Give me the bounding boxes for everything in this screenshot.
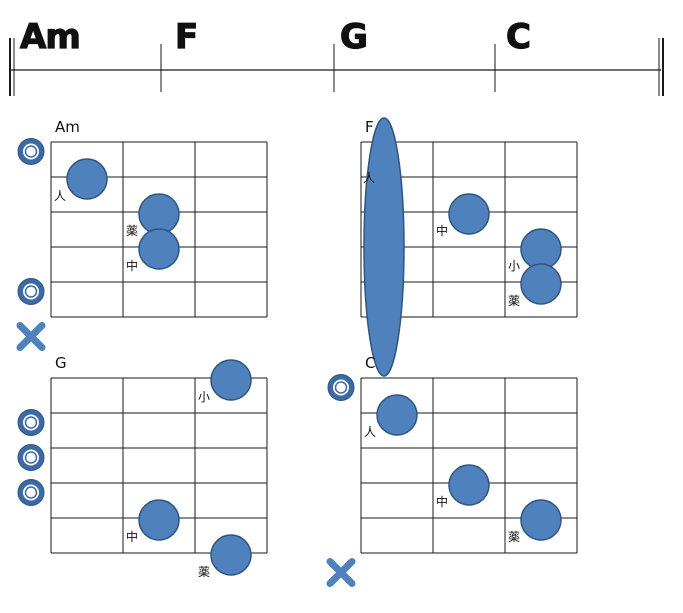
finger-label: 人 [363, 171, 375, 185]
finger-dot-icon [376, 394, 418, 436]
finger-label: 薬 [198, 565, 210, 579]
finger-label: 中 [436, 223, 448, 238]
finger-dot-icon [138, 193, 180, 235]
finger-label: 中 [436, 494, 448, 509]
finger-label: 小 [198, 390, 210, 404]
progression-chord-3: G [340, 17, 367, 57]
progression-chord-1: Am [20, 17, 80, 57]
finger-dot-icon [66, 158, 108, 200]
open-string-inner [24, 285, 38, 298]
finger-label: 中 [126, 258, 138, 273]
finger-dot-icon [520, 228, 562, 270]
muted-x-stroke [16, 322, 46, 351]
finger-dot-icon [520, 499, 562, 541]
progression-chord-4: C [506, 17, 530, 57]
finger-label: 薬 [508, 530, 520, 544]
progression-staff: Am F G C [9, 16, 664, 96]
muted-x-stroke [326, 558, 356, 587]
open-string-inner [334, 381, 348, 394]
chord-diagram-1: Am 人薬中 [16, 118, 268, 351]
finger-label: 小 [508, 259, 520, 273]
finger-dot-icon [138, 499, 180, 541]
chord-diagram-3: G 小中薬 [17, 354, 268, 579]
chord-diagram-title: G [55, 354, 67, 372]
chord-diagram-title: Am [55, 118, 80, 136]
barre-bar-icon [363, 117, 405, 377]
finger-dot-icon [138, 228, 180, 270]
finger-dot-icon [520, 263, 562, 305]
finger-dot-icon [210, 359, 252, 401]
open-string-inner [24, 145, 38, 158]
chord-diagram-title: C [365, 354, 375, 372]
progression-chord-2: F [175, 17, 197, 57]
chord-diagram-title: F [365, 118, 374, 136]
fret-grid [50, 141, 268, 318]
open-string-inner [24, 416, 38, 429]
finger-label: 人 [54, 189, 66, 203]
muted-string-x-icon [16, 322, 46, 351]
chord-diagram-4: C 人中薬 [326, 354, 578, 587]
muted-string-x-icon [326, 558, 356, 587]
finger-dot-icon [448, 464, 490, 506]
finger-label: 人 [364, 425, 376, 439]
open-string-inner [24, 486, 38, 499]
finger-label: 中 [126, 529, 138, 544]
finger-label: 薬 [508, 294, 520, 308]
finger-dot-icon [210, 534, 252, 576]
finger-dot-icon [448, 193, 490, 235]
finger-label: 薬 [126, 224, 138, 238]
open-string-inner [24, 451, 38, 464]
